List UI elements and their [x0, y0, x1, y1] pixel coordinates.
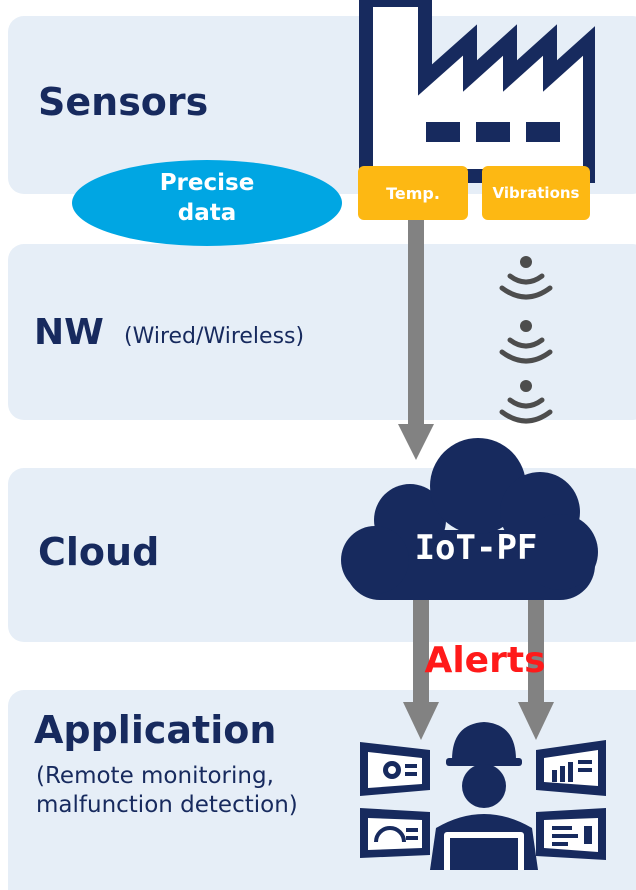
engineer-figure: [430, 722, 538, 870]
dashboard-screen-icon: [360, 742, 430, 796]
cloud-to-app-arrow-right: [518, 598, 554, 740]
precise-data-ellipse: [72, 160, 342, 246]
vibrations-tag: Vibrations: [482, 166, 590, 220]
dashboard-screen-icon: [360, 808, 430, 858]
application-title: Application: [34, 708, 277, 752]
wireless-signal-icon: [499, 256, 553, 300]
nw-subtitle: (Wired/Wireless): [124, 324, 305, 349]
wireless-signal-icon: [499, 320, 553, 364]
dashboard-screen-icon: [536, 740, 606, 796]
precise-data-label: Precise data: [159, 170, 255, 226]
dashboard-screen-icon: [536, 808, 606, 860]
factory-icon: [359, 0, 595, 183]
network-layer: [8, 244, 636, 420]
iot-pf-label: IoT-PF: [414, 528, 538, 568]
cloud-title: Cloud: [38, 530, 160, 574]
sensor-to-cloud-arrow: [398, 220, 434, 460]
alerts-label: Alerts: [424, 640, 546, 681]
nw-title: NW: [34, 312, 104, 353]
temp-tag: Temp.: [358, 166, 468, 220]
cloud-icon: [341, 438, 598, 600]
application-description: (Remote monitoring, malfunction detectio…: [36, 763, 298, 818]
cloud-to-app-arrow-left: [403, 598, 439, 740]
wireless-signal-icon: [499, 380, 553, 424]
sensors-title: Sensors: [38, 80, 209, 124]
engineer-laptop-icon: [360, 722, 606, 870]
